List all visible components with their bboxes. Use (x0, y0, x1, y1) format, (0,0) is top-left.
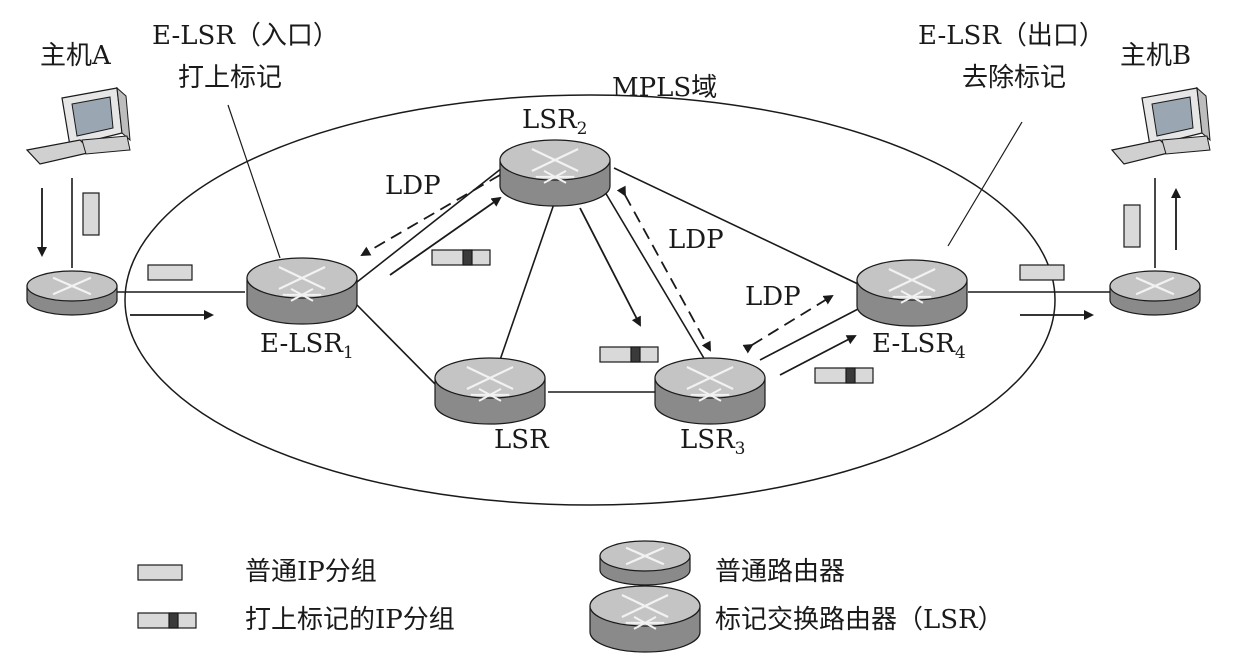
egress-title: E-LSR（出口） (918, 21, 1105, 51)
ldp-arrow-lsr2-lsr3 (616, 185, 711, 352)
labeled-packet (431, 249, 491, 266)
ldp-label: LDP (385, 171, 441, 201)
plain-packet (1019, 264, 1065, 281)
ingress-action: 打上标记 (178, 63, 282, 93)
legend-normal-router-label: 普通路由器 (715, 557, 845, 587)
legend-normal-router-swatch (599, 540, 691, 586)
ldp-arrow-e-lsr1-lsr2 (360, 166, 510, 257)
ingress-title: E-LSR（入口） (152, 21, 339, 51)
router-edge-left (26, 270, 118, 316)
host-b-computer-icon (1110, 86, 1211, 165)
link-lsr-lsr2 (499, 197, 557, 361)
link-lsr3-e-lsr4 (759, 307, 861, 361)
arrow-lsr2-to-lsr3 (579, 207, 641, 327)
router-lsr (434, 357, 546, 425)
router-label-lsr2: LSR2 (522, 105, 587, 139)
host-b-label: 主机B (1120, 41, 1191, 71)
legend-lsr-router-swatch (589, 585, 701, 653)
legend-labeled-packet-swatch (137, 612, 197, 629)
router-e-lsr4 (856, 259, 968, 327)
plain-packet (147, 264, 193, 281)
legend: 普通IP分组 打上标记的IP分组 普通路由器 标记交换路由器（LSR） (137, 540, 1004, 653)
mpls-domain-title: MPLS域 (612, 73, 717, 103)
router-label-e-lsr1: E-LSR1 (260, 329, 354, 363)
router-e-lsr1 (246, 257, 358, 325)
router-label-lsr3: LSR3 (680, 425, 745, 459)
legend-lsr-router-label: 标记交换路由器（LSR） (715, 605, 1004, 635)
ingress-callout-line (227, 104, 281, 259)
link-lsr2-e-lsr4 (613, 167, 859, 285)
link-e-lsr1-lsr (356, 304, 437, 386)
router-lsr2 (499, 139, 611, 207)
router-edge-right (1109, 270, 1201, 316)
link-lsr2-lsr3 (604, 191, 706, 361)
legend-labeled-packet-label: 打上标记的IP分组 (245, 605, 455, 635)
router-label-lsr: LSR (494, 425, 550, 455)
host-a-label: 主机A (40, 41, 112, 71)
ldp-arrows (360, 166, 834, 354)
callout-lines (227, 104, 1023, 259)
egress-action: 去除标记 (962, 63, 1066, 93)
packets (82, 192, 1141, 384)
ldp-label: LDP (668, 225, 724, 255)
legend-plain-packet-label: 普通IP分组 (245, 557, 377, 587)
host-a-computer-icon (25, 86, 131, 165)
egress-callout-line (947, 121, 1023, 247)
router-lsr3 (654, 357, 766, 425)
labeled-packet (814, 367, 874, 384)
ldp-label: LDP (745, 282, 801, 312)
arrow-lsr3-to-e-lsr4 (779, 335, 857, 376)
labeled-packet (599, 346, 659, 363)
plain-packet (1123, 204, 1141, 248)
legend-plain-packet-swatch (137, 564, 183, 581)
router-label-e-lsr4: E-LSR4 (872, 329, 966, 363)
plain-packet (82, 192, 100, 236)
mpls-domain-boundary (124, 94, 1056, 506)
ldp-arrow-lsr3-e-lsr4 (742, 294, 834, 354)
